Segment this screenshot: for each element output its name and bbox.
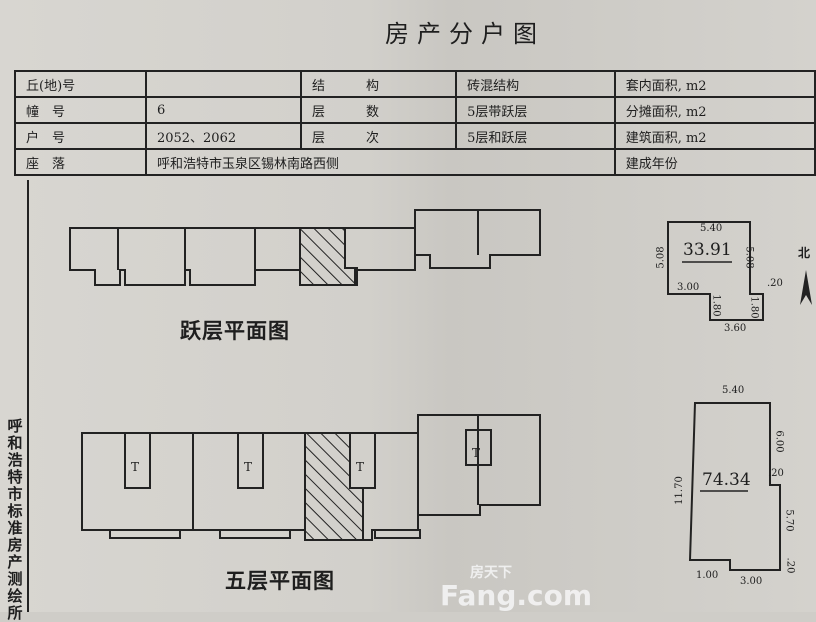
dim-label: .20 [767,278,783,289]
dim-label: 3.00 [677,282,700,293]
unit-plan-lower [688,402,781,571]
table-row: 座 落 呼和浩特市玉泉区锡林南路西侧 建成年份 [14,148,816,176]
surveyor-name: 呼和浩特市标准房产测绘所 [7,417,23,622]
plan-caption: 五层平面图 [225,568,335,593]
cell-value: 砖混结构 [455,70,616,98]
dim-label: 1.80 [710,294,722,317]
north-label: 北 [798,246,811,260]
cell-label: 结 构 [299,70,458,98]
dim-label: 3.60 [724,323,747,334]
dim-label: 5.70 [783,509,795,532]
stair-mark: T [356,460,365,474]
dim-label: .20 [768,468,784,479]
cell-label: 分摊面积, m2 [613,96,816,124]
table-row: 丘(地)号 结 构 砖混结构 套内面积, m2 [14,70,816,98]
cell-label: 建筑面积, m2 [613,122,816,150]
hatched-unit [304,432,364,541]
cell-value: 呼和浩特市玉泉区锡林南路西侧 [144,148,616,176]
dim-label: 3.00 [740,576,763,587]
north-arrow-icon [800,270,812,305]
cell-value: 5层和跃层 [455,122,616,150]
cell-label: 建成年份 [613,148,816,176]
dim-label: 5.40 [722,385,745,396]
table-row: 户 号 2052、2062 层 次 5层和跃层 建筑面积, m2 [14,122,816,150]
lower-building-outline [81,414,541,541]
dim-label: 5.08 [743,246,755,269]
cell-value: 2052、2062 [144,122,302,150]
plan-caption: 跃层平面图 [180,318,290,343]
dim-label: 1.80 [748,296,760,319]
cell-label: 层 次 [299,122,458,150]
hatched-unit [299,227,358,286]
cell-value [144,70,302,98]
cell-label: 幢 号 [14,96,147,124]
unit-area: 74.34 [702,470,751,490]
dim-label: 5.08 [655,246,667,269]
dim-label: 6.00 [773,430,785,453]
border-line [27,180,29,612]
watermark-cn: 房天下 [470,565,512,581]
page-title: 房产分户图 [385,20,545,48]
dim-label: .20 [784,557,796,574]
unit-plan-upper [667,221,764,321]
stair-mark: T [472,446,481,460]
unit-area: 33.91 [683,240,732,260]
dim-label: 11.70 [673,476,685,505]
cell-value: 5层带跃层 [455,96,616,124]
cell-label: 户 号 [14,122,147,150]
watermark: 房天下 Fang.com [440,562,592,610]
cell-value: 6 [144,96,302,124]
cell-label: 套内面积, m2 [613,70,816,98]
table-row: 幢 号 6 层 数 5层带跃层 分摊面积, m2 [14,96,816,124]
cell-label: 丘(地)号 [14,70,147,98]
info-table: 丘(地)号 结 构 砖混结构 套内面积, m2 幢 号 6 层 数 5层带跃层 … [14,70,816,176]
dim-label: 1.00 [696,570,719,581]
stair-mark: T [131,460,140,474]
stair-mark: T [244,460,253,474]
watermark-en: Fang.com [440,579,593,612]
cell-label: 座 落 [14,148,147,176]
dim-label: 5.40 [700,223,723,234]
cell-label: 层 数 [299,96,458,124]
